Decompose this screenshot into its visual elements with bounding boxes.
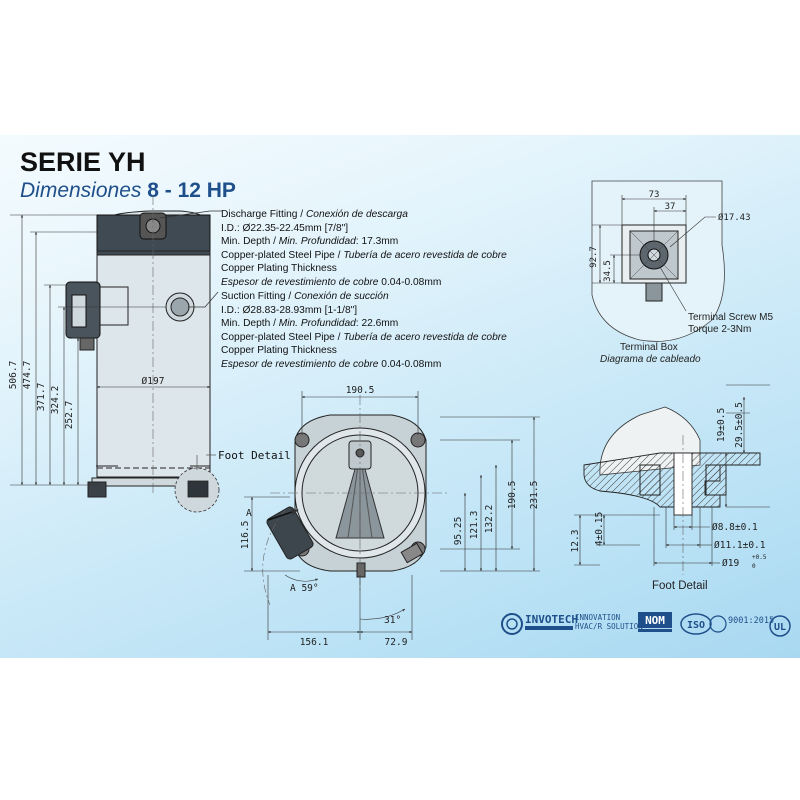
foot-dia-19-tol-top: +0.5: [752, 554, 767, 561]
foot-detail-caption: Foot Detail: [652, 580, 708, 592]
tb-dim-34-5: 34.5: [603, 260, 613, 282]
technical-drawing: 506.7 474.7 371.7 324.2 252.7 Ø197 Foot …: [8, 180, 770, 648]
height-324-2: 324.2: [50, 386, 61, 415]
discharge-plating: Copper Plating Thickness: [221, 263, 337, 274]
ul-text: UL: [774, 622, 786, 633]
terminal-screw-label: Terminal Screw M5: [688, 312, 774, 323]
page-subtitle: Dimensiones 8 - 12 HP: [20, 179, 236, 203]
page-title: SERIE YH: [20, 147, 146, 177]
top-bottom-156-1: 156.1: [300, 637, 329, 648]
foot-dim-12-3: 12.3: [570, 530, 581, 553]
foot-detail-section: 19±0.5 29.5±0.5 12.3 4±0.15 Ø8.8±0.1 Ø11…: [570, 384, 770, 575]
suction-plating: Copper Plating Thickness: [221, 345, 337, 356]
discharge-id: I.D.: Ø22.35-22.45mm [7/8"]: [221, 223, 349, 234]
brand-sub: INNOVATION: [575, 613, 620, 622]
compressor-top-view: [262, 395, 450, 606]
discharge-pipe: Copper-plated Steel Pipe / Tubería de ac…: [221, 250, 507, 261]
discharge-plating-es: Espesor de revestimiento de cobre 0.04-0…: [221, 277, 442, 288]
foot-dia-19: Ø19: [722, 558, 739, 569]
side-foot-detail-callout: [174, 454, 220, 513]
nom-text: NOM: [645, 614, 665, 627]
iso-text: ISO: [687, 620, 705, 631]
top-inner-121-3: 121.3: [469, 511, 480, 540]
terminal-box-caption: Terminal Box: [620, 342, 678, 353]
top-height-190-5: 190.5: [507, 481, 518, 510]
foot-detail-side-label: Foot Detail: [218, 449, 291, 462]
terminal-box-caption-es: Diagrama de cableado: [600, 354, 701, 365]
compressor-side-view: [65, 195, 222, 498]
subtitle-prefix: Dimensiones: [20, 179, 142, 202]
nom-logo: NOM: [638, 612, 672, 632]
top-view-a: A: [246, 508, 252, 519]
top-angle-31: 31°: [384, 615, 401, 626]
terminal-box-detail: 73 37 Ø17.43 92.7 34.5: [589, 180, 751, 342]
iso-cert: 9001:2015: [728, 616, 774, 626]
height-506-7: 506.7: [8, 361, 19, 390]
brand-name: INVOTECH: [525, 613, 578, 626]
tb-dim-37: 37: [665, 202, 676, 212]
top-bottom-72-9: 72.9: [385, 637, 408, 648]
tb-diameter: Ø17.43: [718, 212, 751, 223]
side-height-dimensions: [10, 214, 211, 486]
iso-logo: ISO 9001:2015: [680, 613, 774, 635]
ul-logo: UL: [769, 615, 791, 637]
height-371-7: 371.7: [36, 383, 47, 412]
foot-dia-8-8: Ø8.8±0.1: [712, 522, 758, 533]
foot-dim-29-5: 29.5±0.5: [734, 402, 745, 448]
brand-sub2: HVAC/R SOLUTION: [575, 622, 643, 631]
tb-dim-73: 73: [649, 190, 660, 200]
side-diameter: Ø197: [142, 376, 165, 387]
top-view-dimensions: [244, 391, 540, 640]
top-inner-95-25: 95.25: [453, 517, 464, 546]
suction-plating-es: Espesor de revestimiento de cobre 0.04-0…: [221, 359, 442, 370]
foot-dia-19-tol-bottom: 0: [752, 563, 756, 570]
terminal-torque-label: Torque 2-3Nm: [688, 324, 752, 335]
foot-dia-11-1: Ø11.1±0.1: [714, 540, 766, 551]
discharge-heading: Discharge Fitting / Conexión de descarga: [221, 209, 408, 220]
certification-logos: INVOTECH INNOVATION HVAC/R SOLUTION NOM …: [501, 612, 791, 637]
foot-dim-19: 19±0.5: [716, 408, 727, 442]
suction-pipe: Copper-plated Steel Pipe / Tubería de ac…: [221, 332, 507, 343]
foot-dim-4: 4±0.15: [594, 512, 605, 546]
top-width: 190.5: [346, 385, 375, 396]
invotech-logo: INVOTECH INNOVATION HVAC/R SOLUTION: [501, 613, 643, 635]
discharge-depth: Min. Depth / Min. Profundidad: 17.3mm: [221, 236, 399, 247]
tb-dim-92-7: 92.7: [589, 246, 599, 268]
top-height-231-5: 231.5: [529, 481, 540, 510]
height-474-7: 474.7: [22, 361, 33, 390]
suction-depth: Min. Depth / Min. Profundidad: 22.6mm: [221, 318, 399, 329]
suction-heading: Suction Fitting / Conexión de succión: [221, 291, 389, 302]
drawing-sheet: SERIE YH Dimensiones 8 - 12 HP Discharge…: [0, 135, 800, 658]
top-inner-132-2: 132.2: [484, 505, 495, 534]
top-left-116-5: 116.5: [240, 521, 251, 550]
height-252-7: 252.7: [64, 401, 75, 430]
subtitle-range: 8 - 12 HP: [147, 179, 236, 202]
suction-id: I.D.: Ø28.83-28.93mm [1-1/8"]: [221, 305, 358, 316]
top-angle-59: A 59°: [290, 583, 319, 594]
